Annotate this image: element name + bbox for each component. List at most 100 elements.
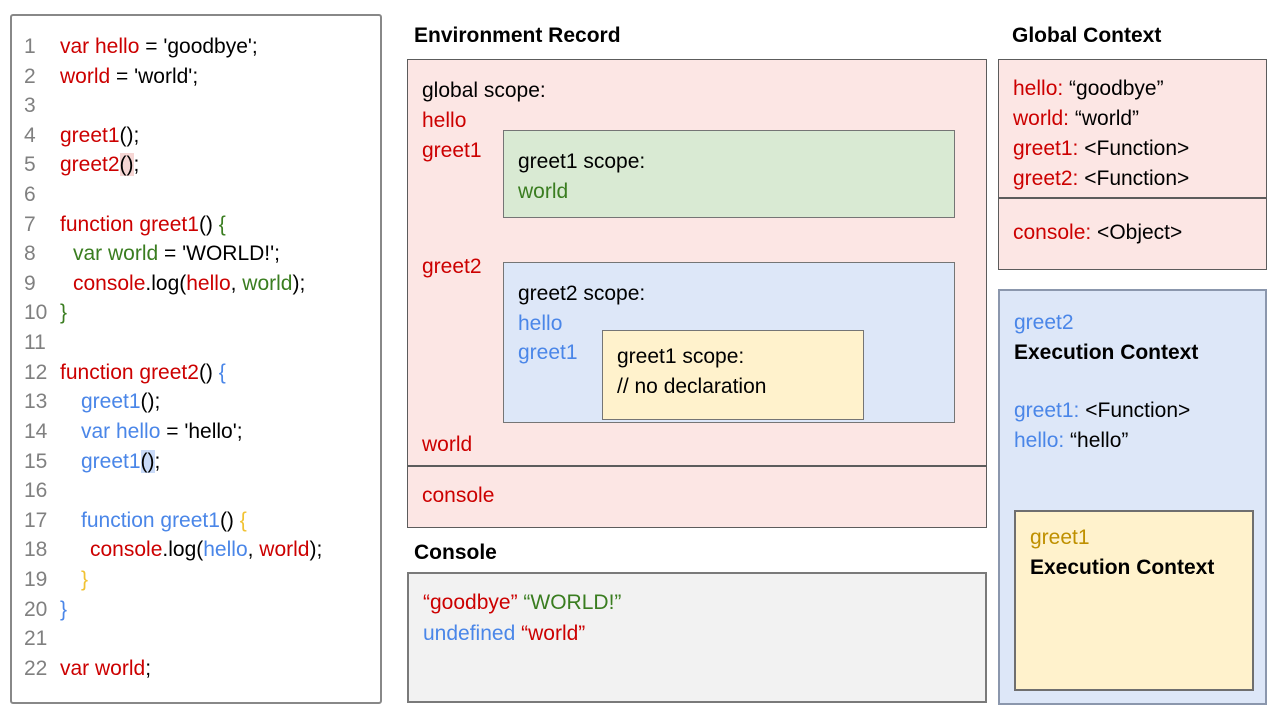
code-line: 17 function greet1() { (12, 506, 380, 536)
text-token: “world” (521, 622, 586, 645)
code-lines: 1 var hello = 'goodbye'; 2 world = 'world';… (12, 16, 380, 683)
text-token: hello: (1013, 77, 1064, 100)
code-line: 6 (12, 180, 380, 210)
text-token: { (218, 360, 226, 384)
text-token: var hello (60, 35, 140, 58)
text-token: hello (203, 538, 248, 562)
text-token: .log( (162, 538, 204, 562)
text-token: hello: (1014, 429, 1065, 452)
line-number: 17 (24, 508, 48, 532)
text-token: function greet1 (81, 508, 220, 532)
line-number: 13 (24, 390, 48, 414)
code-line: 11 (12, 328, 380, 358)
text-token: world: (1013, 107, 1070, 130)
line-number: 18 (24, 538, 48, 562)
code-line: 1 var hello = 'goodbye'; (12, 32, 380, 62)
global-context-entry: greet1: <Function> (1013, 134, 1266, 164)
code-text: } (60, 595, 67, 625)
text-token: = 'world'; (110, 64, 199, 88)
text-token: { (239, 508, 247, 532)
greet2-scope-label: greet2 scope: (518, 282, 646, 305)
line-number: 1 (24, 35, 36, 58)
code-text: greet2(); (60, 150, 139, 180)
variable-world: world (422, 433, 473, 456)
text-token: “WORLD!” (523, 591, 622, 614)
text-token: greet1 (81, 390, 141, 414)
text-token: “goodbye” (1063, 77, 1164, 100)
text-token: console (90, 538, 163, 562)
code-text: greet1(); (60, 447, 160, 477)
greet1-execution-context-box: greet1 Execution Context (1014, 510, 1254, 691)
text-token: greet1 (60, 123, 120, 147)
code-line: 21 (12, 624, 380, 654)
global-scope-label: global scope: (422, 79, 546, 102)
text-token: } (60, 301, 68, 325)
line-number: 6 (24, 183, 36, 207)
code-text: var world; (60, 654, 151, 684)
text-token: function greet2 (60, 360, 199, 384)
variable-greet2: greet2 (422, 255, 482, 278)
code-line: 3 (12, 91, 380, 121)
line-number: 9 (24, 271, 36, 295)
global-context-entry: console: <Object> (1013, 218, 1266, 248)
context-name: greet2 (1014, 311, 1074, 334)
text-token: () (198, 212, 219, 236)
line-number: 22 (24, 656, 48, 680)
code-line: 19} (12, 565, 380, 595)
greet1-scope-label: greet1 scope: (518, 150, 646, 173)
code-text: } (60, 565, 88, 595)
code-text: greet1(); (60, 121, 139, 151)
context-entry: hello: “hello” (1014, 426, 1190, 456)
text-token: world (259, 538, 310, 562)
code-text: world = 'world'; (60, 62, 198, 92)
text-token: console: (1013, 221, 1092, 244)
greet1-scope-box: greet1 scope: world (503, 130, 955, 218)
console-title: Console (414, 541, 497, 564)
text-token: } (60, 597, 68, 621)
text-token: var world (60, 656, 146, 680)
text-token: function greet1 (60, 212, 199, 236)
global-scope-box: global scope: hello greet1 greet1 scope:… (407, 59, 987, 466)
text-token: world (242, 271, 293, 295)
text-token: () (198, 360, 219, 384)
console-output-line: “goodbye” “WORLD!” (423, 587, 985, 618)
environment-record-title: Environment Record (414, 24, 621, 47)
text-token: = 'WORLD!'; (158, 242, 280, 266)
line-number: 8 (24, 242, 36, 266)
execution-context-label: Execution Context (1014, 341, 1199, 364)
text-token: } (81, 567, 89, 591)
console-output-line: undefined “world” (423, 618, 985, 649)
text-token: ); (309, 538, 323, 562)
text-token: , (247, 538, 260, 562)
variable-greet1: greet1 (518, 341, 578, 364)
greet2-context-entries: greet1: <Function>hello: “hello” (1014, 396, 1190, 456)
text-token: () (140, 449, 155, 473)
line-number: 3 (24, 94, 36, 118)
text-token: () (219, 508, 240, 532)
text-token: greet2 (60, 153, 120, 177)
inner-greet1-scope-box: greet1 scope: // no declaration (602, 330, 864, 420)
code-line: 18 console.log(hello, world); (12, 535, 380, 565)
code-text: function greet2() { (60, 358, 226, 388)
global-context-title: Global Context (1012, 24, 1162, 47)
code-text: var hello = 'goodbye'; (60, 32, 258, 62)
code-text: function greet1() { (60, 210, 226, 240)
context-entry: greet1: <Function> (1014, 396, 1190, 426)
text-token: <Function> (1079, 399, 1191, 422)
text-token: = 'hello'; (160, 419, 243, 443)
text-token: (); (140, 390, 161, 414)
text-token: var hello (81, 419, 161, 443)
code-text: } (60, 298, 67, 328)
text-token: <Function> (1078, 137, 1190, 160)
text-token: ; (154, 449, 161, 473)
code-text: console.log(hello, world); (60, 535, 322, 565)
text-token: “hello” (1064, 429, 1129, 452)
greet1-scope-label: greet1 scope: (617, 345, 745, 368)
line-number: 2 (24, 64, 36, 88)
